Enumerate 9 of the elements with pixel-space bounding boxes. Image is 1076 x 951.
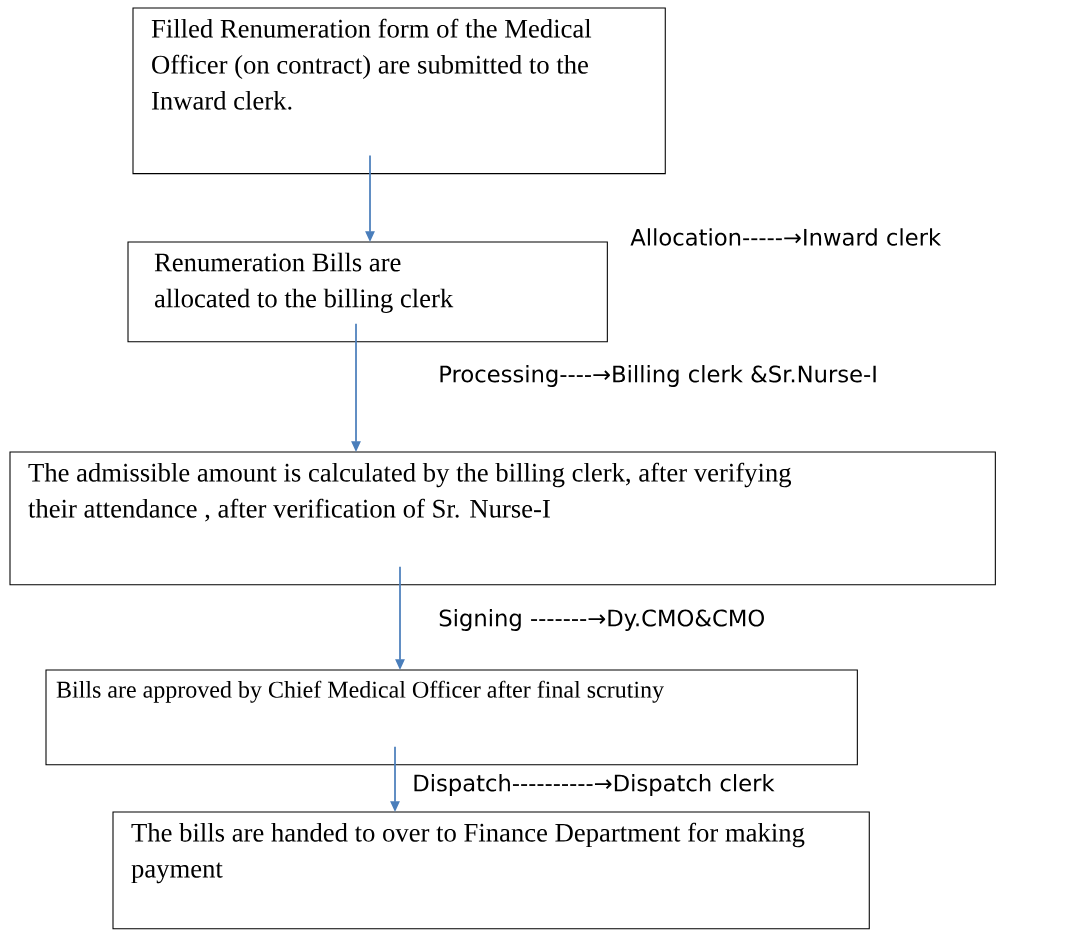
role-label: Dispatch----------→Dispatch clerk [414,774,775,796]
role-label: Processing----→Billing clerk &Sr.Nurse-I [440,365,876,387]
process-box: Filled Renumeration form of the Medical Officer (on contract) are submitted to the Inward clerk. [132,7,666,175]
role-label: Allocation-----→Inward clerk [630,228,942,246]
process-box: The bills are handed to over to Finance Department for making payment [112,811,870,930]
role-label: Signing -------→Dy.CMO&CMO [439,609,764,631]
process-box: Renumeration Bills are allocated to the billing clerk [127,241,608,343]
process-box: The admissible amount is calculated by the billing clerk, after verifying their attendance , after verification of Sr. Nurse-I [9,451,996,586]
process-box: Bills are approved by Chief Medical Officer after final scrutiny [45,669,858,766]
